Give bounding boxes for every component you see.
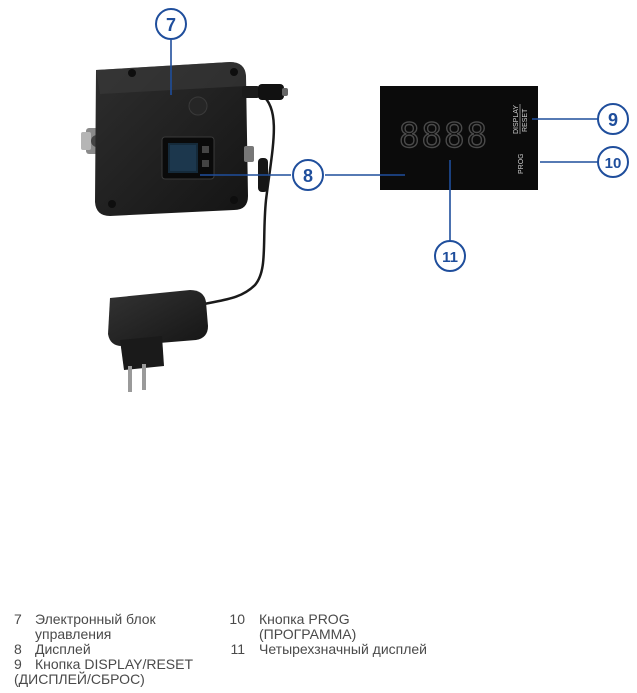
svg-text:9: 9 [608,110,618,130]
legend-item-9: 9 Кнопка DISPLAY/RESET [14,656,194,672]
power-cable [199,94,276,307]
callout-10: 10 [597,146,629,178]
legend-item-9-cont: (ДИСПЛЕЙ/СБРОС) [14,671,145,687]
svg-text:8: 8 [303,166,313,186]
prog-button[interactable]: PROG [518,153,525,174]
callout-8: 8 [292,159,324,191]
display-reset-button[interactable]: DISPLAY [513,105,520,134]
svg-text:10: 10 [605,155,622,172]
power-adapter [108,290,208,392]
legend-item-7: 7 Электронный блок управления [14,611,156,642]
legend-item-11: 11 Четырехзначный дисплей [230,641,428,657]
legend-left: 7 Электронный блок управления 8 Дисплей … [14,612,214,687]
legend-item-10: 10 Кнопка PROG (ПРОГРАММА) [229,611,357,642]
callout-11: 11 [434,240,466,272]
callout-lines [170,40,598,241]
callout-7: 7 [155,8,187,40]
display-panel: 8888 DISPLAY RESET PROG [380,86,538,190]
legend-right: 10 Кнопка PROG (ПРОГРАММА) 11 Четырехзна… [214,612,474,657]
svg-text:7: 7 [166,15,176,35]
callout-9: 9 [597,103,629,135]
svg-text:11: 11 [442,249,458,266]
four-digit-display: 8888 [399,116,489,156]
control-unit [81,62,288,216]
display-reset-label: RESET [522,108,529,132]
legend-item-8: 8 Дисплей [14,641,91,657]
